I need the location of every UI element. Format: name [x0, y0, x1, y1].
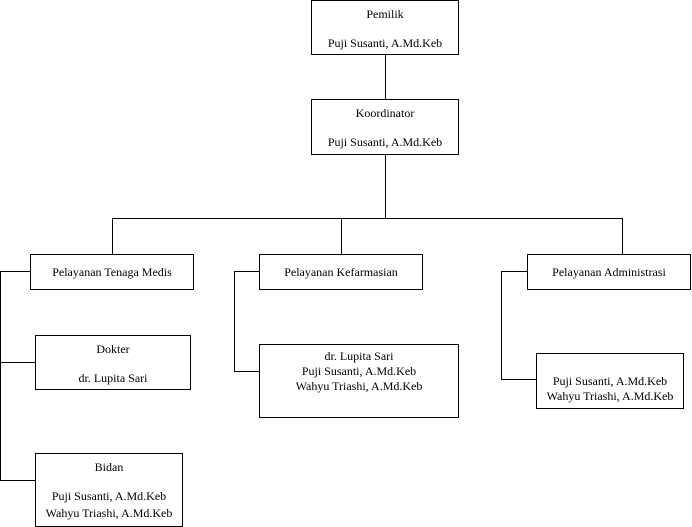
midwife-title: Bidan: [94, 460, 124, 474]
department-medical: Pelayanan Tenaga Medis: [30, 254, 194, 290]
connector-bus-admin: [622, 218, 623, 255]
connector-bus-pharmacy: [341, 218, 342, 255]
connector-pharmacy-spine: [234, 271, 235, 372]
connector-medical-spine: [0, 271, 1, 481]
department-admin: Pelayanan Administrasi: [527, 254, 691, 290]
pharmacy-staff-name: dr. Lupita Sari: [324, 349, 394, 363]
midwife-box: Bidan Puji Susanti, A.Md.Keb Wahyu Trias…: [35, 453, 183, 527]
connector-medical-left: [0, 271, 30, 272]
connector-pharmacy-left: [234, 271, 260, 272]
midwife-name: Puji Susanti, A.Md.Keb: [51, 489, 167, 503]
doctor-title: Dokter: [96, 342, 130, 356]
owner-box: Pemilik Puji Susanti, A.Md.Keb: [311, 0, 459, 55]
department-pharmacy: Pelayanan Kefarmasian: [259, 254, 423, 290]
owner-name: Puji Susanti, A.Md.Keb: [327, 36, 443, 50]
connector-bus-medical: [112, 218, 113, 255]
pharmacy-staff-box: dr. Lupita Sari Puji Susanti, A.Md.Keb W…: [259, 344, 459, 418]
midwife-name: Wahyu Triashi, A.Md.Keb: [45, 506, 173, 520]
coordinator-box: Koordinator Puji Susanti, A.Md.Keb: [311, 99, 459, 155]
connector-coordinator-bus: [385, 154, 386, 218]
admin-staff-name: Wahyu Triashi, A.Md.Keb: [546, 389, 674, 403]
coordinator-name: Puji Susanti, A.Md.Keb: [327, 135, 443, 149]
doctor-box: Dokter dr. Lupita Sari: [35, 335, 191, 390]
admin-staff-name: Puji Susanti, A.Md.Keb: [552, 374, 668, 388]
connector-admin-staff: [501, 379, 537, 380]
doctor-name: dr. Lupita Sari: [78, 371, 148, 385]
connector-medical-midwife: [0, 480, 36, 481]
connector-department-bus: [112, 218, 623, 219]
connector-owner-coordinator: [385, 54, 386, 100]
connector-pharmacy-staff: [234, 371, 260, 372]
connector-admin-left: [501, 271, 528, 272]
connector-admin-spine: [501, 271, 502, 380]
connector-medical-doctor: [0, 362, 36, 363]
pharmacy-staff-name: Wahyu Triashi, A.Md.Keb: [295, 379, 423, 393]
department-pharmacy-title: Pelayanan Kefarmasian: [284, 265, 398, 279]
owner-title: Pemilik: [366, 7, 404, 21]
coordinator-title: Koordinator: [355, 106, 415, 120]
department-admin-title: Pelayanan Administrasi: [552, 265, 666, 279]
department-medical-title: Pelayanan Tenaga Medis: [52, 265, 172, 279]
pharmacy-staff-name: Puji Susanti, A.Md.Keb: [301, 364, 417, 378]
admin-staff-box: Puji Susanti, A.Md.Keb Wahyu Triashi, A.…: [536, 353, 684, 409]
